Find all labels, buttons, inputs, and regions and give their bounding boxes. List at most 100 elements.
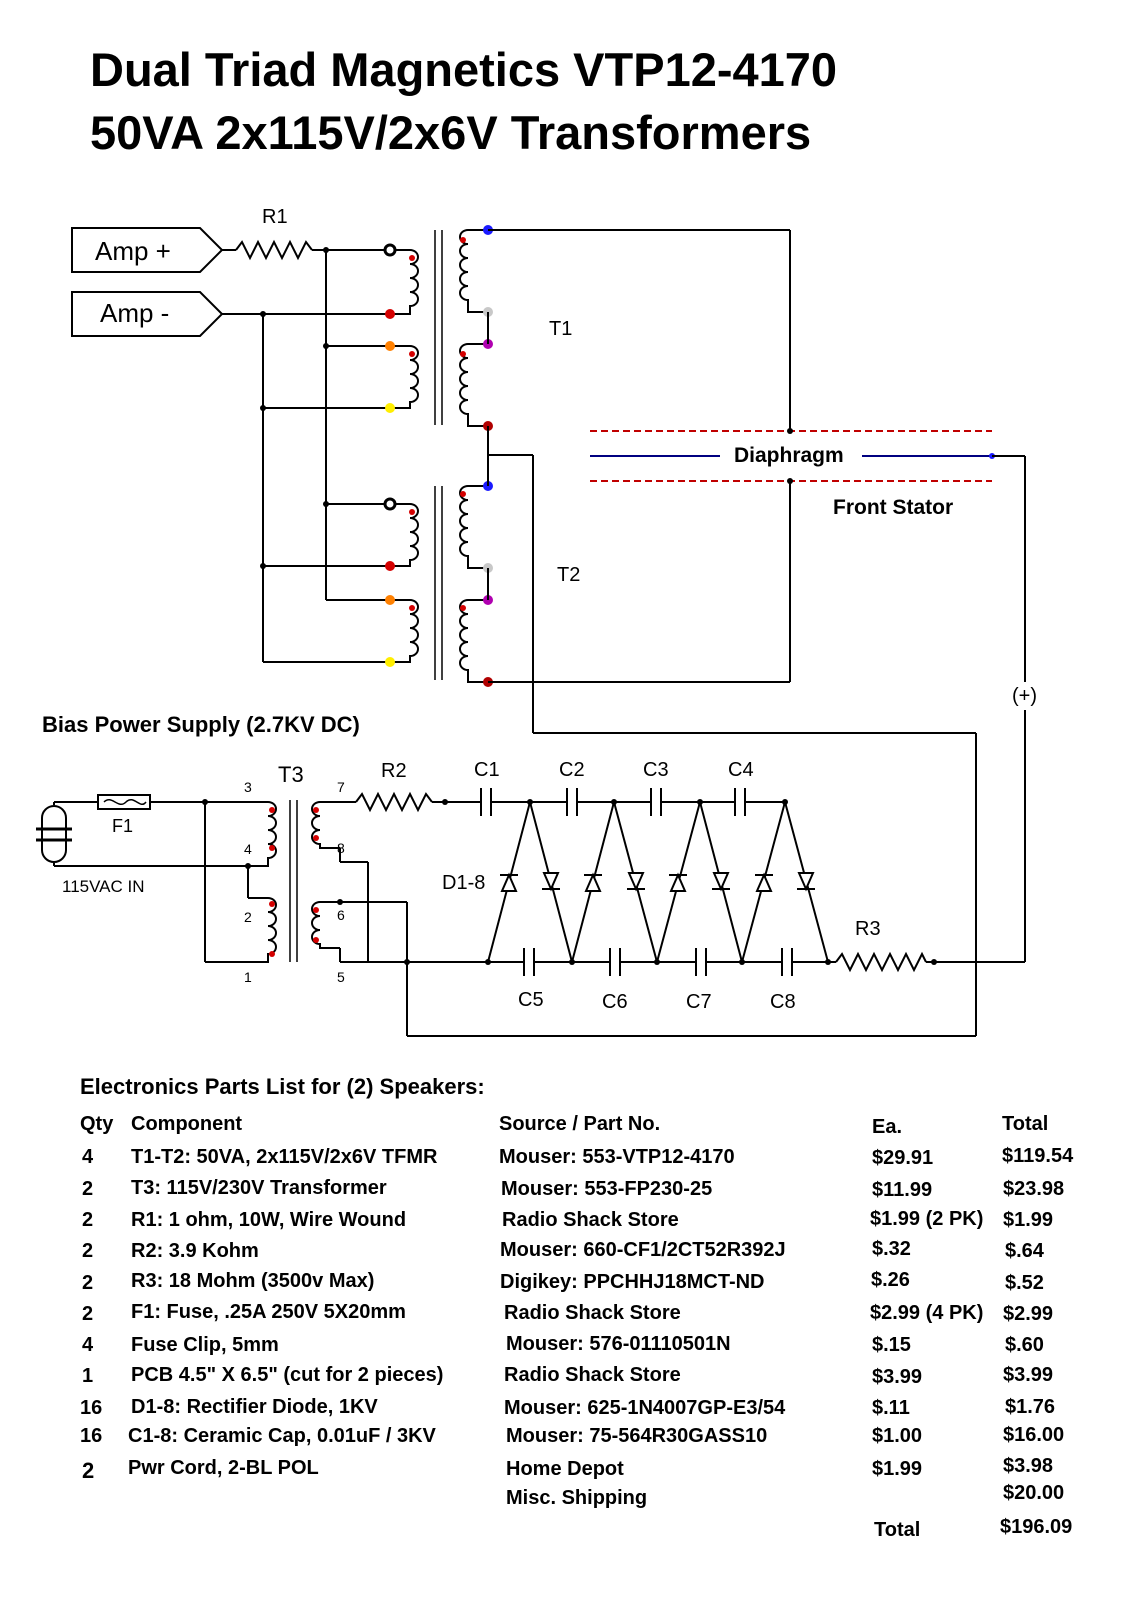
parts-list-title: Electronics Parts List for (2) Speakers: (80, 1074, 485, 1099)
c8-label: C8 (770, 991, 796, 1013)
row-source: Mouser: 553-FP230-25 (501, 1178, 713, 1200)
row-total: $1.76 (1005, 1396, 1056, 1418)
t3-pin-5: 5 (337, 969, 345, 985)
row-source: Mouser: 553-VTP12-4170 (499, 1146, 735, 1168)
diaphragm-label: Diaphragm (734, 444, 844, 467)
header-each: Ea. (872, 1116, 903, 1138)
grand-total-label: Total (874, 1519, 921, 1541)
amp-minus-terminal-box (71, 291, 224, 337)
row-each: $29.91 (872, 1147, 934, 1169)
row-total: $2.99 (1003, 1303, 1054, 1325)
row-source: Digikey: PPCHHJ18MCT-ND (500, 1271, 765, 1293)
row-total: $23.98 (1003, 1178, 1065, 1200)
row-source: Home Depot (506, 1458, 624, 1480)
row-total: $16.00 (1003, 1424, 1065, 1446)
plus-label: (+) (1012, 685, 1037, 707)
row-component: PCB 4.5" X 6.5" (cut for 2 pieces) (131, 1364, 444, 1386)
t1-transformer (390, 229, 488, 427)
t3-pin-6: 6 (337, 907, 345, 923)
r2-label: R2 (381, 760, 407, 782)
c1-label: C1 (474, 759, 500, 781)
row-source: Mouser: 660-CF1/2CT52R392J (500, 1239, 786, 1261)
amp-plus-label: Amp + (95, 236, 171, 266)
amp-plus-terminal-box (71, 227, 224, 273)
page-title-line-2: 50VA 2x115V/2x6V Transformers (90, 106, 812, 159)
f1-label: F1 (112, 816, 133, 836)
ac-in-label: 115VAC IN (62, 877, 145, 896)
row-component: Fuse Clip, 5mm (131, 1334, 279, 1356)
row-total: $.52 (1005, 1272, 1044, 1294)
d1-8-label: D1-8 (442, 872, 485, 894)
r1-resistor (235, 239, 313, 261)
row-qty: 1 (82, 1365, 94, 1387)
t2-label: T2 (557, 564, 580, 586)
t2-transformer (390, 485, 488, 683)
row-component: C1-8: Ceramic Cap, 0.01uF / 3KV (128, 1425, 436, 1447)
shipping-label: Misc. Shipping (506, 1487, 648, 1509)
row-total: $.64 (1005, 1240, 1044, 1262)
r1-label: R1 (262, 206, 288, 228)
header-total: Total (1002, 1113, 1049, 1135)
row-each: $3.99 (872, 1366, 923, 1388)
row-qty: 4 (82, 1146, 94, 1168)
row-component: F1: Fuse, .25A 250V 5X20mm (131, 1301, 406, 1323)
row-component: R1: 1 ohm, 10W, Wire Wound (131, 1209, 407, 1231)
row-qty: 2 (82, 1240, 94, 1262)
t1-label: T1 (549, 318, 572, 340)
f1-fuse (97, 794, 151, 810)
row-qty: 2 (82, 1303, 94, 1325)
c4-label: C4 (728, 759, 754, 781)
row-each: $1.00 (872, 1425, 923, 1447)
row-each: $2.99 (4 PK) (870, 1302, 984, 1324)
row-each: $.15 (872, 1334, 911, 1356)
shipping-total: $20.00 (1003, 1482, 1065, 1504)
t3-pin-4: 4 (244, 841, 252, 857)
bias-supply-title: Bias Power Supply (2.7KV DC) (42, 712, 360, 737)
c6-label: C6 (602, 991, 628, 1013)
row-each: $.11 (872, 1397, 910, 1419)
row-component: R2: 3.9 Kohm (131, 1240, 259, 1262)
t3-transformer (248, 800, 340, 963)
schematic-diagram: Amp + Amp - R1 T1 (36, 206, 1037, 1037)
row-qty: 16 (80, 1397, 103, 1419)
row-component: D1-8: Rectifier Diode, 1KV (131, 1396, 378, 1418)
top-capacitor-chain (445, 788, 788, 816)
row-qty: 16 (80, 1425, 103, 1447)
header-component: Component (131, 1113, 243, 1135)
t3-pin-7: 7 (337, 779, 345, 795)
r3-resistor (835, 951, 927, 973)
t3-label: T3 (278, 762, 304, 787)
t3-pin-1: 1 (244, 969, 252, 985)
row-qty: 2 (82, 1178, 94, 1200)
header-source: Source / Part No. (499, 1113, 661, 1135)
row-each: $1.99 (2 PK) (870, 1208, 984, 1230)
ac-plug-icon (36, 805, 72, 863)
row-component: R3: 18 Mohm (3500v Max) (131, 1270, 375, 1292)
row-total: $119.54 (1002, 1145, 1074, 1167)
grand-total: $196.09 (1000, 1516, 1073, 1538)
row-each: $.26 (871, 1269, 910, 1291)
row-total: $.60 (1005, 1334, 1044, 1356)
row-total: $1.99 (1003, 1209, 1054, 1231)
row-component: Pwr Cord, 2-BL POL (128, 1457, 319, 1479)
row-component: T1-T2: 50VA, 2x115V/2x6V TFMR (131, 1146, 438, 1168)
c3-label: C3 (643, 759, 669, 781)
row-qty: 4 (82, 1334, 94, 1356)
t3-pin-2: 2 (244, 909, 252, 925)
row-each: $.32 (872, 1238, 911, 1260)
r2-resistor (355, 791, 433, 813)
row-component: T3: 115V/230V Transformer (131, 1177, 387, 1199)
row-total: $3.98 (1003, 1455, 1054, 1477)
row-source: Mouser: 625-1N4007GP-E3/54 (504, 1397, 786, 1419)
diode-ladder-d1-8 (487, 801, 829, 963)
c5-label: C5 (518, 989, 544, 1011)
row-each: $11.99 (872, 1179, 933, 1201)
row-source: Radio Shack Store (502, 1209, 679, 1231)
amp-minus-label: Amp - (100, 298, 169, 328)
front-stator-label: Front Stator (833, 496, 953, 519)
row-qty: 2 (82, 1209, 94, 1231)
row-source: Radio Shack Store (504, 1364, 681, 1386)
header-qty: Qty (80, 1113, 114, 1135)
row-total: $3.99 (1003, 1364, 1054, 1386)
row-source: Mouser: 576-01110501N (506, 1333, 731, 1355)
